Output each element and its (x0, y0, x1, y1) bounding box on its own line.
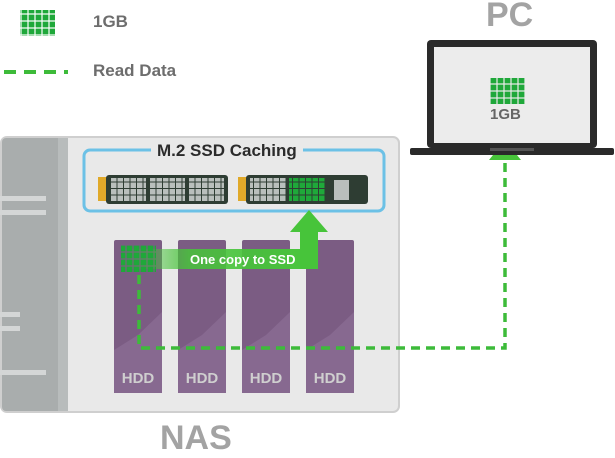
pc-laptop (410, 40, 614, 155)
m2-ssd-module-1 (98, 175, 228, 204)
rack-slot (0, 326, 20, 331)
ssd-chip (188, 178, 224, 201)
hdd-bay-1 (114, 240, 162, 393)
pc-label: PC (486, 0, 534, 34)
hdd-bay-2 (178, 240, 226, 393)
nas-rack-panel (2, 138, 68, 411)
hdd-label: HDD (249, 370, 283, 387)
hdd-bay-3 (242, 240, 290, 393)
ssd-cache-title: M.2 SSD Caching (151, 141, 303, 161)
copy-to-ssd-arrow (120, 210, 328, 269)
hdd-label: HDD (121, 370, 155, 387)
pc-data-block (490, 78, 525, 104)
ssd-chip (250, 178, 286, 201)
rack-slot (0, 312, 20, 317)
ssd-cached-data-block (289, 178, 325, 201)
ssd-controller (334, 180, 349, 200)
copy-to-ssd-label: One copy to SSD (190, 252, 296, 267)
rack-slot (0, 210, 46, 215)
pc-data-size: 1GB (490, 106, 521, 123)
rack-slot (0, 370, 46, 375)
m2-ssd-module-2 (238, 175, 368, 204)
laptop-base (410, 148, 614, 155)
read-data-path (137, 160, 507, 350)
hdd-label: HDD (313, 370, 347, 387)
legend (4, 10, 68, 74)
ssd-chip (110, 178, 146, 201)
ssd-chip (149, 178, 185, 201)
legend-read-label: Read Data (93, 61, 177, 80)
legend-size-label: 1GB (93, 12, 128, 31)
rack-slot (0, 196, 46, 201)
hdd-bays (114, 240, 354, 393)
hdd-label: HDD (185, 370, 219, 387)
legend-data-block-icon (20, 10, 55, 36)
hdd-data-block (121, 245, 156, 272)
hdd-bay-4 (306, 240, 354, 393)
nas-label: NAS (160, 419, 232, 457)
